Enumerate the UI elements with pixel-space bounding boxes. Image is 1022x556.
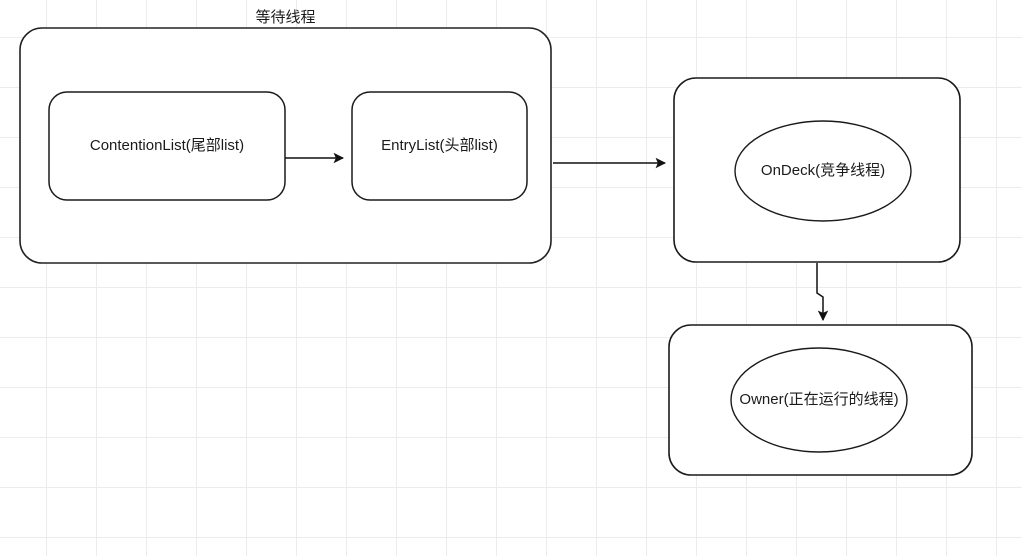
entry-list-shape[interactable] — [351, 91, 528, 201]
ondeck-ellipse-shape[interactable] — [734, 120, 912, 222]
owner-ellipse-shape[interactable] — [730, 347, 908, 453]
edge-ondeck-to-owner[interactable] — [816, 263, 829, 322]
waiting-threads-group-title: 等待线程 — [255, 9, 316, 26]
contention-list-shape[interactable] — [48, 91, 286, 201]
